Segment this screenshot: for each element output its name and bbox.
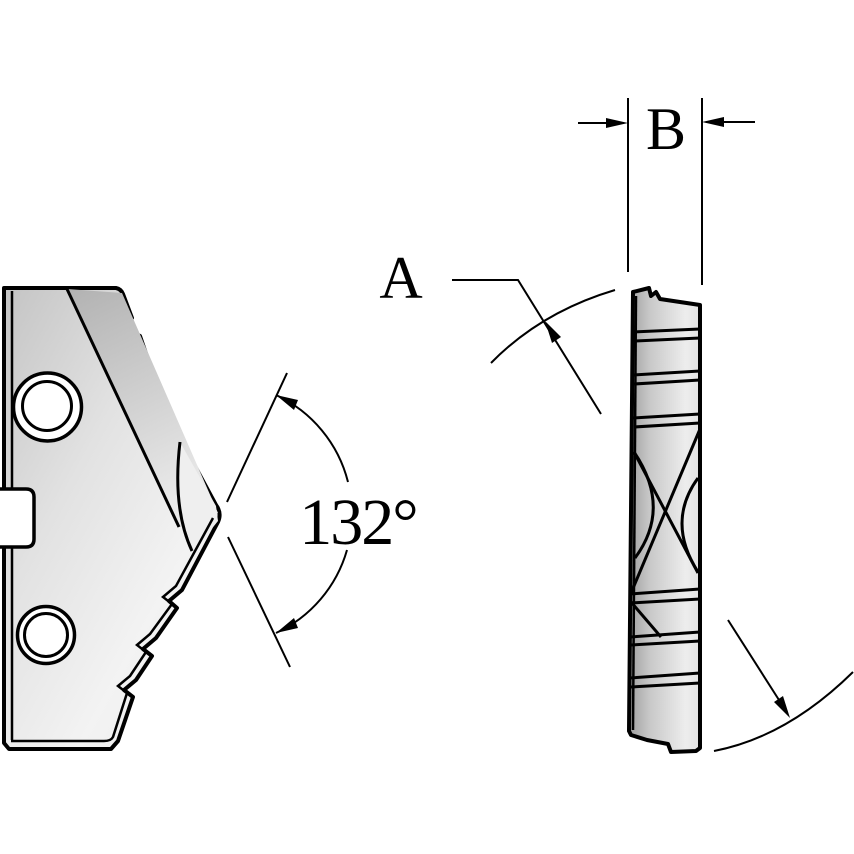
dimension-a: A — [379, 245, 854, 752]
a-dimension-label: A — [379, 245, 422, 311]
b-arrowhead-left — [606, 118, 628, 128]
point-angle-dimension: 132° — [226, 372, 419, 668]
side-flute-pattern — [629, 428, 702, 638]
angle-arc-lower — [275, 549, 348, 634]
point-angle-label: 132° — [299, 486, 416, 559]
a-leader-line — [452, 279, 602, 415]
a-arc-top — [490, 289, 616, 364]
side-grind-bands — [629, 327, 701, 689]
b-arrowhead-right — [702, 117, 724, 127]
tip-facet — [177, 442, 218, 552]
angle-arc-upper — [275, 394, 349, 483]
a-arrowhead-bottom — [774, 696, 790, 718]
locating-notch — [0, 487, 36, 549]
dimension-b: B — [578, 96, 755, 285]
a-arc-bottom — [713, 671, 854, 752]
side-view — [627, 286, 702, 754]
side-left-land-line — [631, 295, 638, 731]
lower-hole-inner — [23, 612, 69, 658]
tip-facet-curve — [176, 441, 194, 552]
lower-edge-land-line — [11, 517, 215, 743]
b-dimension-label: B — [646, 96, 686, 162]
angle-arrowhead-upper — [276, 395, 298, 410]
angle-line-upper — [226, 372, 288, 503]
a-arrowhead-top — [545, 321, 561, 343]
upper-hole-inner — [21, 380, 73, 432]
angle-line-lower — [227, 536, 291, 668]
flute-line — [65, 288, 181, 528]
front-view — [0, 286, 222, 751]
angle-arrowhead-lower — [276, 618, 298, 633]
a-line-bottom — [727, 619, 780, 701]
